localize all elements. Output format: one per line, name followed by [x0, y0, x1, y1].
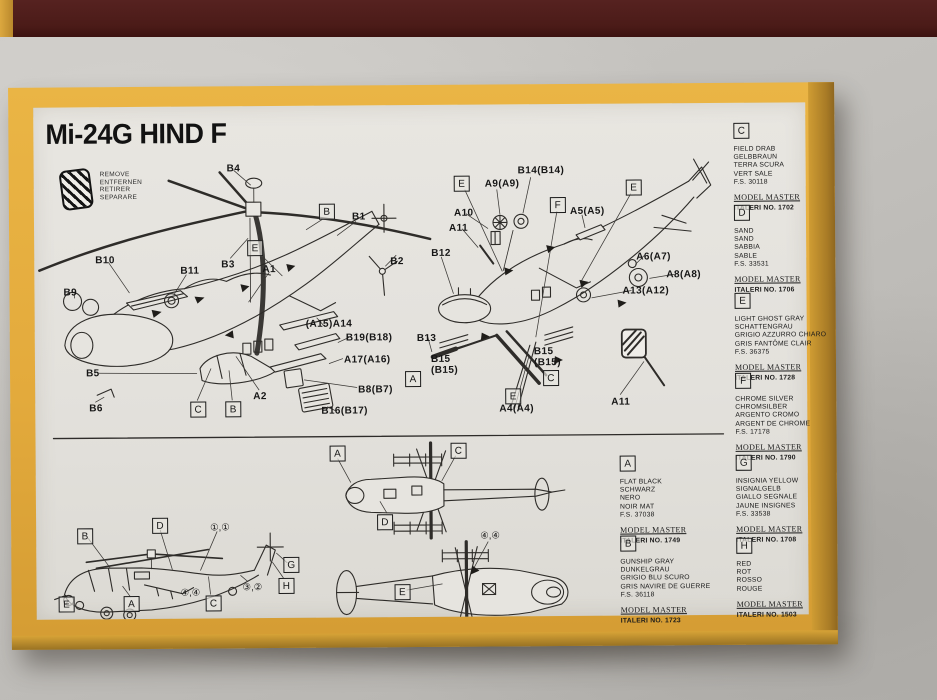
paint-letter-box: H	[736, 537, 753, 554]
paint-color-names: GUNSHIP GRAY DUNKELGRAU GRIGIO BLU SCURO…	[620, 558, 711, 599]
paint-letter: C	[737, 125, 746, 137]
model-master-label: MODEL MASTER	[620, 525, 687, 535]
model-master-label: MODEL MASTER	[735, 442, 802, 452]
paint-entry: D SAND SAND SABBIA SABLE F.S. 33531 MODE…	[733, 204, 835, 295]
paint-letter-box: D	[733, 204, 750, 221]
backdrop-gold-sliver	[0, 0, 13, 37]
model-master-label: MODEL MASTER	[734, 362, 802, 372]
paint-entry: B GUNSHIP GRAY DUNKELGRAU GRIGIO BLU SCU…	[620, 535, 721, 626]
paint-color-names: FIELD DRAB GELBBRAUN TERRA SCURA VERT SA…	[733, 145, 785, 186]
model-master-label: MODEL MASTER	[736, 524, 803, 534]
model-master-label: MODEL MASTER	[736, 599, 803, 609]
italeri-number: ITALERI NO. 1503	[736, 611, 797, 619]
paint-color-names: RED ROT ROSSO ROUGE	[736, 560, 763, 593]
model-master-label: MODEL MASTER	[620, 605, 687, 615]
paint-letter: H	[740, 540, 748, 552]
paint-letter-box: G	[735, 454, 752, 471]
paint-letter: D	[738, 207, 746, 219]
paint-letter-box: F	[735, 372, 752, 389]
paint-letter: F	[740, 375, 747, 387]
paint-entry: C FIELD DRAB GELBBRAUN TERRA SCURA VERT …	[733, 122, 834, 213]
paint-letter: A	[624, 458, 632, 470]
paint-entry: E LIGHT GHOST GRAY SCHATTENGRAU GRIGIO A…	[734, 292, 835, 383]
paint-entry: H RED ROT ROSSO ROUGE MODEL MASTER ITALE…	[736, 537, 837, 620]
paint-letter: E	[739, 295, 746, 307]
paint-color-names: LIGHT GHOST GRAY SCHATTENGRAU GRIGIO AZZ…	[734, 315, 827, 356]
diagram-linework	[38, 158, 725, 620]
paint-letter-box: C	[733, 122, 750, 139]
paint-entry: G INSIGNIA YELLOW SIGNALGELB GIALLO SEGN…	[735, 454, 837, 545]
paint-entry: F CHROME SILVER CHROMSILBER ARGENTO CROM…	[735, 372, 836, 463]
italeri-number: ITALERI NO. 1723	[620, 617, 681, 625]
model-kit-box: Mi-24G HIND F REMOVE ENTFERNEN RETIRER S…	[8, 82, 838, 650]
paint-letter-box: B	[620, 535, 637, 552]
paint-letter-box: A	[619, 455, 636, 472]
model-master-label: MODEL MASTER	[733, 192, 801, 202]
paint-letter: B	[624, 538, 632, 550]
paint-color-names: CHROME SILVER CHROMSILBER ARGENTO CROMO …	[735, 395, 811, 436]
model-master-label: MODEL MASTER	[734, 274, 801, 284]
paint-letter-box: E	[734, 292, 751, 309]
paint-color-names: INSIGNIA YELLOW SIGNALGELB GIALLO SEGNAL…	[735, 477, 799, 518]
paint-color-names: SAND SAND SABBIA SABLE F.S. 33531	[734, 227, 769, 268]
paint-entry: A FLAT BLACK SCHWARZ NERO NOIR MAT F.S. …	[619, 455, 721, 546]
photo-backdrop-band	[0, 0, 937, 37]
paint-letter: G	[739, 457, 748, 469]
paint-chart: A FLAT BLACK SCHWARZ NERO NOIR MAT F.S. …	[33, 102, 826, 625]
instruction-panel: Mi-24G HIND F REMOVE ENTFERNEN RETIRER S…	[33, 102, 826, 625]
paint-color-names: FLAT BLACK SCHWARZ NERO NOIR MAT F.S. 37…	[619, 478, 663, 519]
